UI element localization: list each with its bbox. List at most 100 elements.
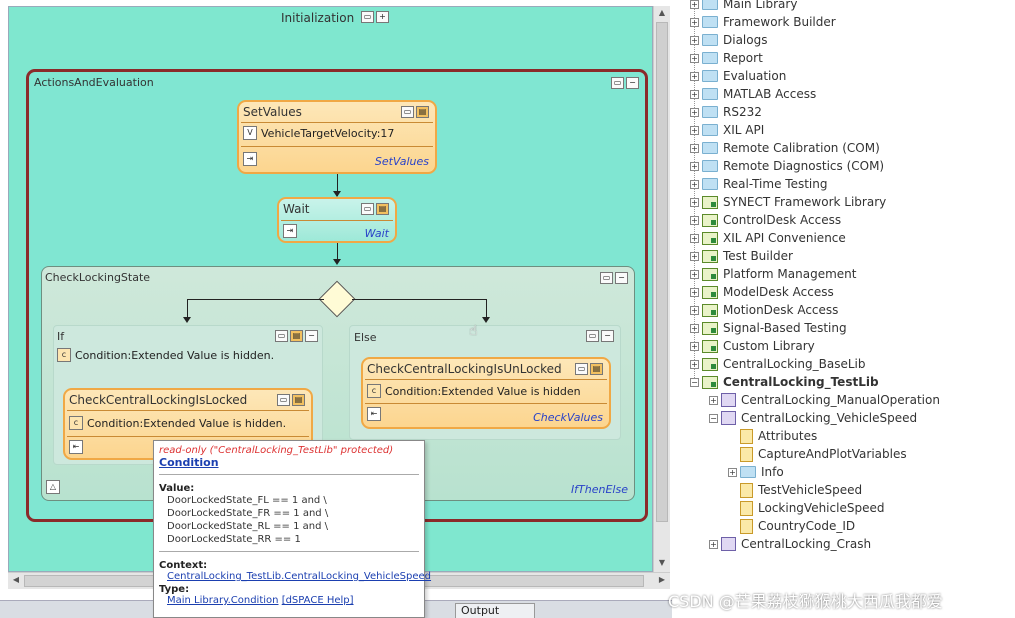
tree-item[interactable]: +XIL API bbox=[690, 121, 764, 139]
divider bbox=[365, 403, 607, 404]
expand-icon[interactable]: + bbox=[690, 269, 699, 279]
tree-item[interactable]: +Test Builder bbox=[690, 247, 793, 265]
tree-item[interactable]: +CentralLocking_BaseLib bbox=[690, 355, 865, 373]
expand-icon[interactable]: + bbox=[690, 71, 699, 81]
enter-icon[interactable]: ⇤ bbox=[69, 440, 83, 454]
setvalues-link[interactable]: SetValues bbox=[374, 155, 429, 168]
wait-link[interactable]: Wait bbox=[364, 227, 389, 240]
expand-icon[interactable]: + bbox=[690, 17, 699, 27]
expand-icon[interactable]: + bbox=[709, 395, 718, 405]
folder-icon[interactable]: ▤ bbox=[590, 363, 603, 375]
tree-item[interactable]: +Platform Management bbox=[690, 265, 856, 283]
tab-output[interactable]: Output bbox=[455, 603, 535, 618]
vertical-scrollbar[interactable]: ▲ ▼ bbox=[653, 6, 670, 572]
expand-icon[interactable]: + bbox=[690, 323, 699, 333]
properties-icon[interactable]: ▭ bbox=[401, 106, 414, 118]
tree-item[interactable]: −CentralLocking_TestLib bbox=[690, 373, 879, 391]
expand-icon[interactable]: + bbox=[690, 215, 699, 225]
tree-item[interactable]: +Framework Builder bbox=[690, 13, 836, 31]
tree-item[interactable]: +ControlDesk Access bbox=[690, 211, 841, 229]
properties-icon[interactable]: ▭ bbox=[361, 11, 374, 23]
expand-icon[interactable]: + bbox=[690, 107, 699, 117]
expand-icon[interactable]: + bbox=[709, 539, 718, 549]
tree-item[interactable]: +Main Library bbox=[690, 0, 797, 13]
tree-item[interactable]: −CentralLocking_VehicleSpeed bbox=[709, 409, 917, 427]
tree-item[interactable]: +TestVehicleSpeed bbox=[728, 481, 862, 499]
check-unlocked-block[interactable]: CheckCentralLockingIsUnLocked ▭▤ c Condi… bbox=[361, 357, 611, 429]
properties-icon[interactable]: ▭ bbox=[586, 330, 599, 342]
collapse-icon[interactable]: − bbox=[709, 413, 718, 423]
tree-item[interactable]: +Evaluation bbox=[690, 67, 786, 85]
tree-item[interactable]: +Dialogs bbox=[690, 31, 767, 49]
folder-icon[interactable]: ▤ bbox=[292, 394, 305, 406]
tree-item[interactable]: +CentralLocking_ManualOperation bbox=[709, 391, 940, 409]
expand-icon[interactable]: + bbox=[690, 341, 699, 351]
expand-icon[interactable]: + bbox=[690, 125, 699, 135]
folder-icon[interactable]: ▤ bbox=[376, 203, 389, 215]
collapse-icon[interactable]: − bbox=[626, 77, 639, 89]
tree-item[interactable]: +XIL API Convenience bbox=[690, 229, 846, 247]
expand-icon[interactable]: + bbox=[376, 11, 389, 23]
expand-icon[interactable]: + bbox=[728, 467, 737, 477]
tree-item[interactable]: +Custom Library bbox=[690, 337, 815, 355]
properties-icon[interactable]: ▭ bbox=[361, 203, 374, 215]
collapse-icon[interactable]: − bbox=[601, 330, 614, 342]
expand-icon[interactable]: + bbox=[690, 233, 699, 243]
expand-icon[interactable]: + bbox=[690, 53, 699, 63]
properties-icon[interactable]: ▭ bbox=[575, 363, 588, 375]
tree-item[interactable]: +Signal-Based Testing bbox=[690, 319, 847, 337]
tree-item[interactable]: +CountryCode_ID bbox=[728, 517, 855, 535]
tree-item[interactable]: +Attributes bbox=[728, 427, 817, 445]
context-link[interactable]: CentralLocking_TestLib.CentralLocking_Ve… bbox=[167, 571, 432, 582]
expand-icon[interactable]: + bbox=[690, 305, 699, 315]
scroll-down-icon[interactable]: ▼ bbox=[658, 558, 666, 567]
collapse-icon[interactable]: − bbox=[615, 272, 628, 284]
scroll-left-icon[interactable]: ◀ bbox=[12, 575, 20, 584]
expand-icon[interactable]: + bbox=[690, 89, 699, 99]
tree-item[interactable]: +RS232 bbox=[690, 103, 762, 121]
tree-item[interactable]: +CentralLocking_Crash bbox=[709, 535, 871, 553]
expand-icon[interactable]: + bbox=[690, 197, 699, 207]
wait-block[interactable]: Wait ▭▤ ⇥ Wait bbox=[277, 197, 397, 243]
folder-icon[interactable]: ▤ bbox=[416, 106, 429, 118]
properties-icon[interactable]: ▭ bbox=[275, 330, 288, 342]
scroll-up-icon[interactable]: ▲ bbox=[658, 8, 666, 17]
properties-icon[interactable]: ▭ bbox=[600, 272, 613, 284]
collapse-icon[interactable]: − bbox=[305, 330, 318, 342]
expand-icon[interactable]: + bbox=[690, 161, 699, 171]
properties-icon[interactable]: ▭ bbox=[277, 394, 290, 406]
scroll-right-icon[interactable]: ▶ bbox=[658, 575, 666, 584]
branch-icon[interactable]: △ bbox=[46, 480, 60, 494]
tree-item[interactable]: +CaptureAndPlotVariables bbox=[728, 445, 907, 463]
scroll-thumb[interactable] bbox=[656, 22, 668, 522]
expand-icon[interactable]: + bbox=[690, 143, 699, 153]
enter-icon[interactable]: ⇥ bbox=[283, 224, 297, 238]
enter-icon[interactable]: ⇤ bbox=[367, 407, 381, 421]
expand-icon[interactable]: + bbox=[690, 35, 699, 45]
expand-icon[interactable]: + bbox=[690, 287, 699, 297]
tree-item[interactable]: +Remote Calibration (COM) bbox=[690, 139, 880, 157]
expand-icon[interactable]: + bbox=[690, 251, 699, 261]
expand-icon[interactable]: + bbox=[690, 179, 699, 189]
tree-item[interactable]: +SYNECT Framework Library bbox=[690, 193, 886, 211]
tree-item[interactable]: +Real-Time Testing bbox=[690, 175, 827, 193]
check-values-link[interactable]: CheckValues bbox=[533, 411, 603, 424]
properties-icon[interactable]: ▭ bbox=[611, 77, 624, 89]
enter-icon[interactable]: ⇥ bbox=[243, 152, 257, 166]
collapse-icon[interactable]: − bbox=[690, 377, 699, 387]
tree-item[interactable]: +ModelDesk Access bbox=[690, 283, 834, 301]
tree-item[interactable]: +Report bbox=[690, 49, 763, 67]
setvalues-block[interactable]: SetValues ▭▤ V VehicleTargetVelocity:17 … bbox=[237, 100, 437, 174]
expand-icon[interactable]: + bbox=[690, 359, 699, 369]
tree-item[interactable]: +LockingVehicleSpeed bbox=[728, 499, 884, 517]
tree-item[interactable]: +Info bbox=[728, 463, 784, 481]
help-link[interactable]: [dSPACE Help] bbox=[281, 595, 354, 606]
expand-icon[interactable]: + bbox=[690, 0, 699, 9]
folder-icon[interactable]: ▤ bbox=[290, 330, 303, 342]
tooltip-heading[interactable]: Condition bbox=[159, 456, 219, 469]
type-link[interactable]: Main Library.Condition bbox=[167, 595, 279, 606]
ifthenelse-link[interactable]: IfThenElse bbox=[570, 483, 628, 496]
tree-item[interactable]: +MotionDesk Access bbox=[690, 301, 838, 319]
tree-item[interactable]: +Remote Diagnostics (COM) bbox=[690, 157, 884, 175]
tree-item[interactable]: +MATLAB Access bbox=[690, 85, 816, 103]
